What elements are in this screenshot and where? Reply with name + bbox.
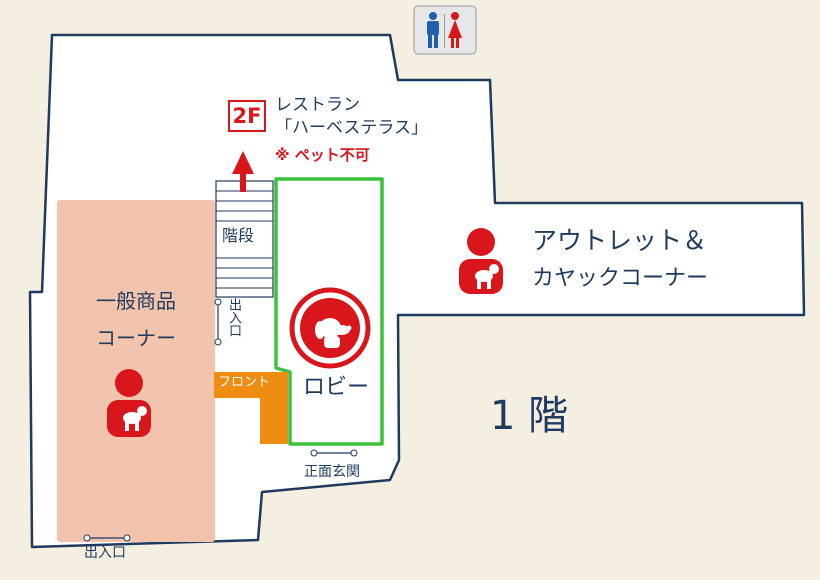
lobby-label: ロビー: [302, 375, 369, 400]
pet-person-icon: [459, 228, 503, 294]
second-floor-badge: 2F: [228, 100, 266, 132]
pet-allowed-icon: [289, 287, 371, 369]
outlet-label-line2: カヤックコーナー: [532, 266, 709, 291]
floor-label: 1 階: [490, 393, 569, 439]
stairs-label: 階段: [220, 226, 257, 246]
outlet-label-line1: アウトレット＆: [532, 226, 708, 255]
building-outline: [28, 33, 806, 549]
general-goods-label-line2: コーナー: [96, 326, 176, 350]
bottom-entrance-label: 出入口: [84, 545, 126, 561]
front-desk-label: フロント: [218, 375, 271, 390]
restaurant-name-line1: レストラン: [275, 95, 360, 115]
pet-person-icon: [107, 369, 151, 437]
bottom-entrance-door: [83, 534, 131, 542]
pet-not-allowed-notice: ※ ペット不可: [275, 146, 370, 164]
dog-icon: [315, 318, 352, 348]
side-entrance-label: 出入口: [225, 298, 241, 337]
front-desk: [214, 372, 288, 444]
main-entrance-label: 正面玄関: [304, 464, 360, 480]
restroom-icon[interactable]: [413, 5, 477, 55]
restaurant-name-line2: 「ハーベステラス」: [275, 118, 428, 138]
up-arrow-icon: [232, 151, 254, 192]
side-entrance-door: [214, 298, 222, 346]
main-entrance-door: [310, 449, 358, 457]
general-goods-label-line1: 一般商品: [96, 289, 176, 313]
